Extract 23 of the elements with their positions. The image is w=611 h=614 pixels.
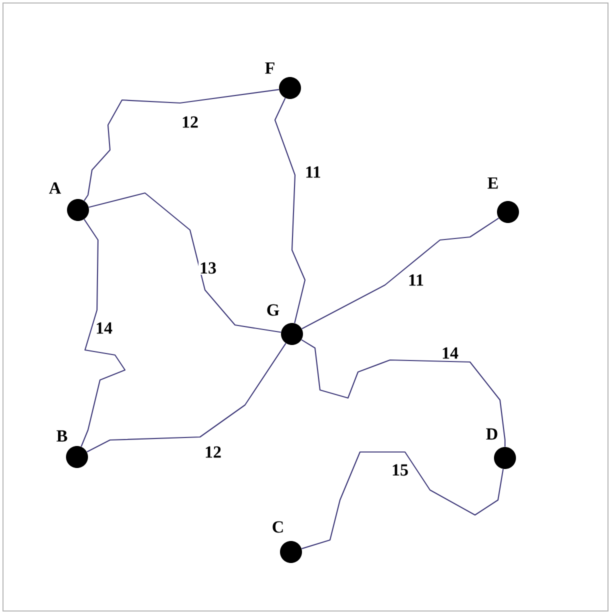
edge-label: 11	[406, 273, 426, 287]
route-line	[88, 192, 282, 333]
route-line	[302, 218, 499, 330]
vertex-label: G	[267, 304, 280, 316]
edge-label: 12	[204, 445, 222, 459]
edge-label: 14	[440, 346, 460, 360]
edge-label: 14	[94, 321, 114, 335]
route-line	[302, 451, 504, 550]
edge-label: 15	[390, 463, 410, 477]
route-line	[86, 343, 286, 452]
vertex-label: A	[49, 182, 62, 194]
vertex-label: B	[56, 430, 68, 442]
route-line	[80, 219, 126, 447]
route-line	[274, 98, 306, 324]
vertex-label: C	[272, 521, 283, 533]
edge-label: 12	[180, 115, 200, 129]
route-line	[84, 88, 279, 201]
edge-label: 13	[198, 261, 218, 275]
edge-label: 11	[304, 165, 322, 179]
vertex-label: F	[265, 62, 274, 74]
route-line	[301, 339, 506, 447]
vertex-label: E	[488, 177, 498, 189]
vertex-label: D	[486, 428, 498, 440]
